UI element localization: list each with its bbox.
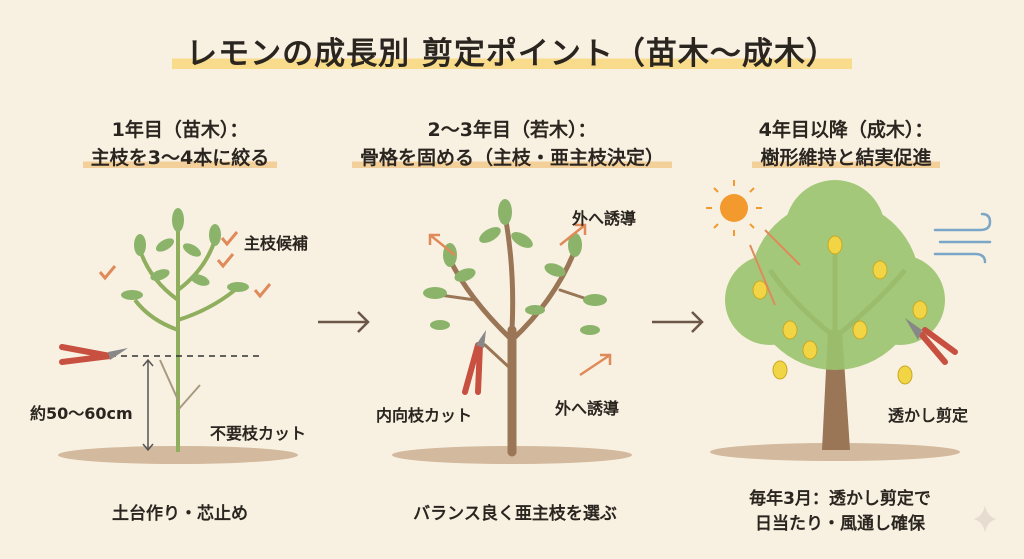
stage2-footer: バランス良く亜主枝を選ぶ bbox=[413, 504, 617, 524]
sapling-tree bbox=[133, 225, 237, 452]
pruning-shears-icon-1 bbox=[59, 344, 128, 365]
label-outward-top: 外へ誘導 bbox=[572, 209, 637, 228]
label-main-branch-candidate: 主枝候補 bbox=[244, 234, 309, 253]
label-unneeded-branch-cut: 不要枝カット bbox=[210, 424, 307, 443]
lemons bbox=[752, 235, 928, 385]
label-outward-bottom: 外へ誘導 bbox=[555, 399, 620, 418]
young-tree bbox=[438, 212, 592, 457]
label-thinning: 透かし剪定 bbox=[888, 406, 969, 425]
wind-icon bbox=[933, 212, 992, 264]
arrow-right-icon bbox=[652, 311, 704, 333]
young-tree-leaves bbox=[423, 199, 607, 335]
pruning-shears-icon-3 bbox=[905, 318, 958, 365]
stage1-footer: 土台作り・芯止め bbox=[112, 504, 248, 524]
sun-icon bbox=[706, 180, 801, 306]
page-title: レモンの成長別 剪定ポイント（苗木〜成木） bbox=[0, 28, 1024, 73]
ground-1 bbox=[58, 446, 298, 464]
mature-tree bbox=[725, 180, 945, 450]
pruning-shears-icon-2 bbox=[462, 330, 486, 395]
height-arrow bbox=[142, 358, 154, 452]
stage2-heading: 2〜3年目（若木）： 骨格を固める（主枝・亜主枝決定） bbox=[342, 116, 682, 172]
stage3-heading: 4年目以降（成木）： 樹形維持と結実促進 bbox=[676, 116, 1016, 172]
stage3-footer: 毎年3月：透かし剪定で 日当たり・風通し確保 bbox=[749, 489, 931, 534]
check-icons bbox=[98, 231, 272, 299]
stage1-heading: 1年目（苗木）： 主枝を3〜4本に絞る bbox=[10, 116, 350, 172]
ground-3 bbox=[710, 443, 960, 461]
label-inward-branch-cut: 内向枝カット bbox=[376, 406, 473, 425]
arrow-right-icon bbox=[318, 311, 370, 333]
sapling-leaves bbox=[121, 208, 249, 300]
label-height: 約50〜60cm bbox=[30, 404, 133, 423]
sparkle-icon bbox=[973, 505, 997, 533]
guide-arrow-icons bbox=[428, 223, 612, 377]
